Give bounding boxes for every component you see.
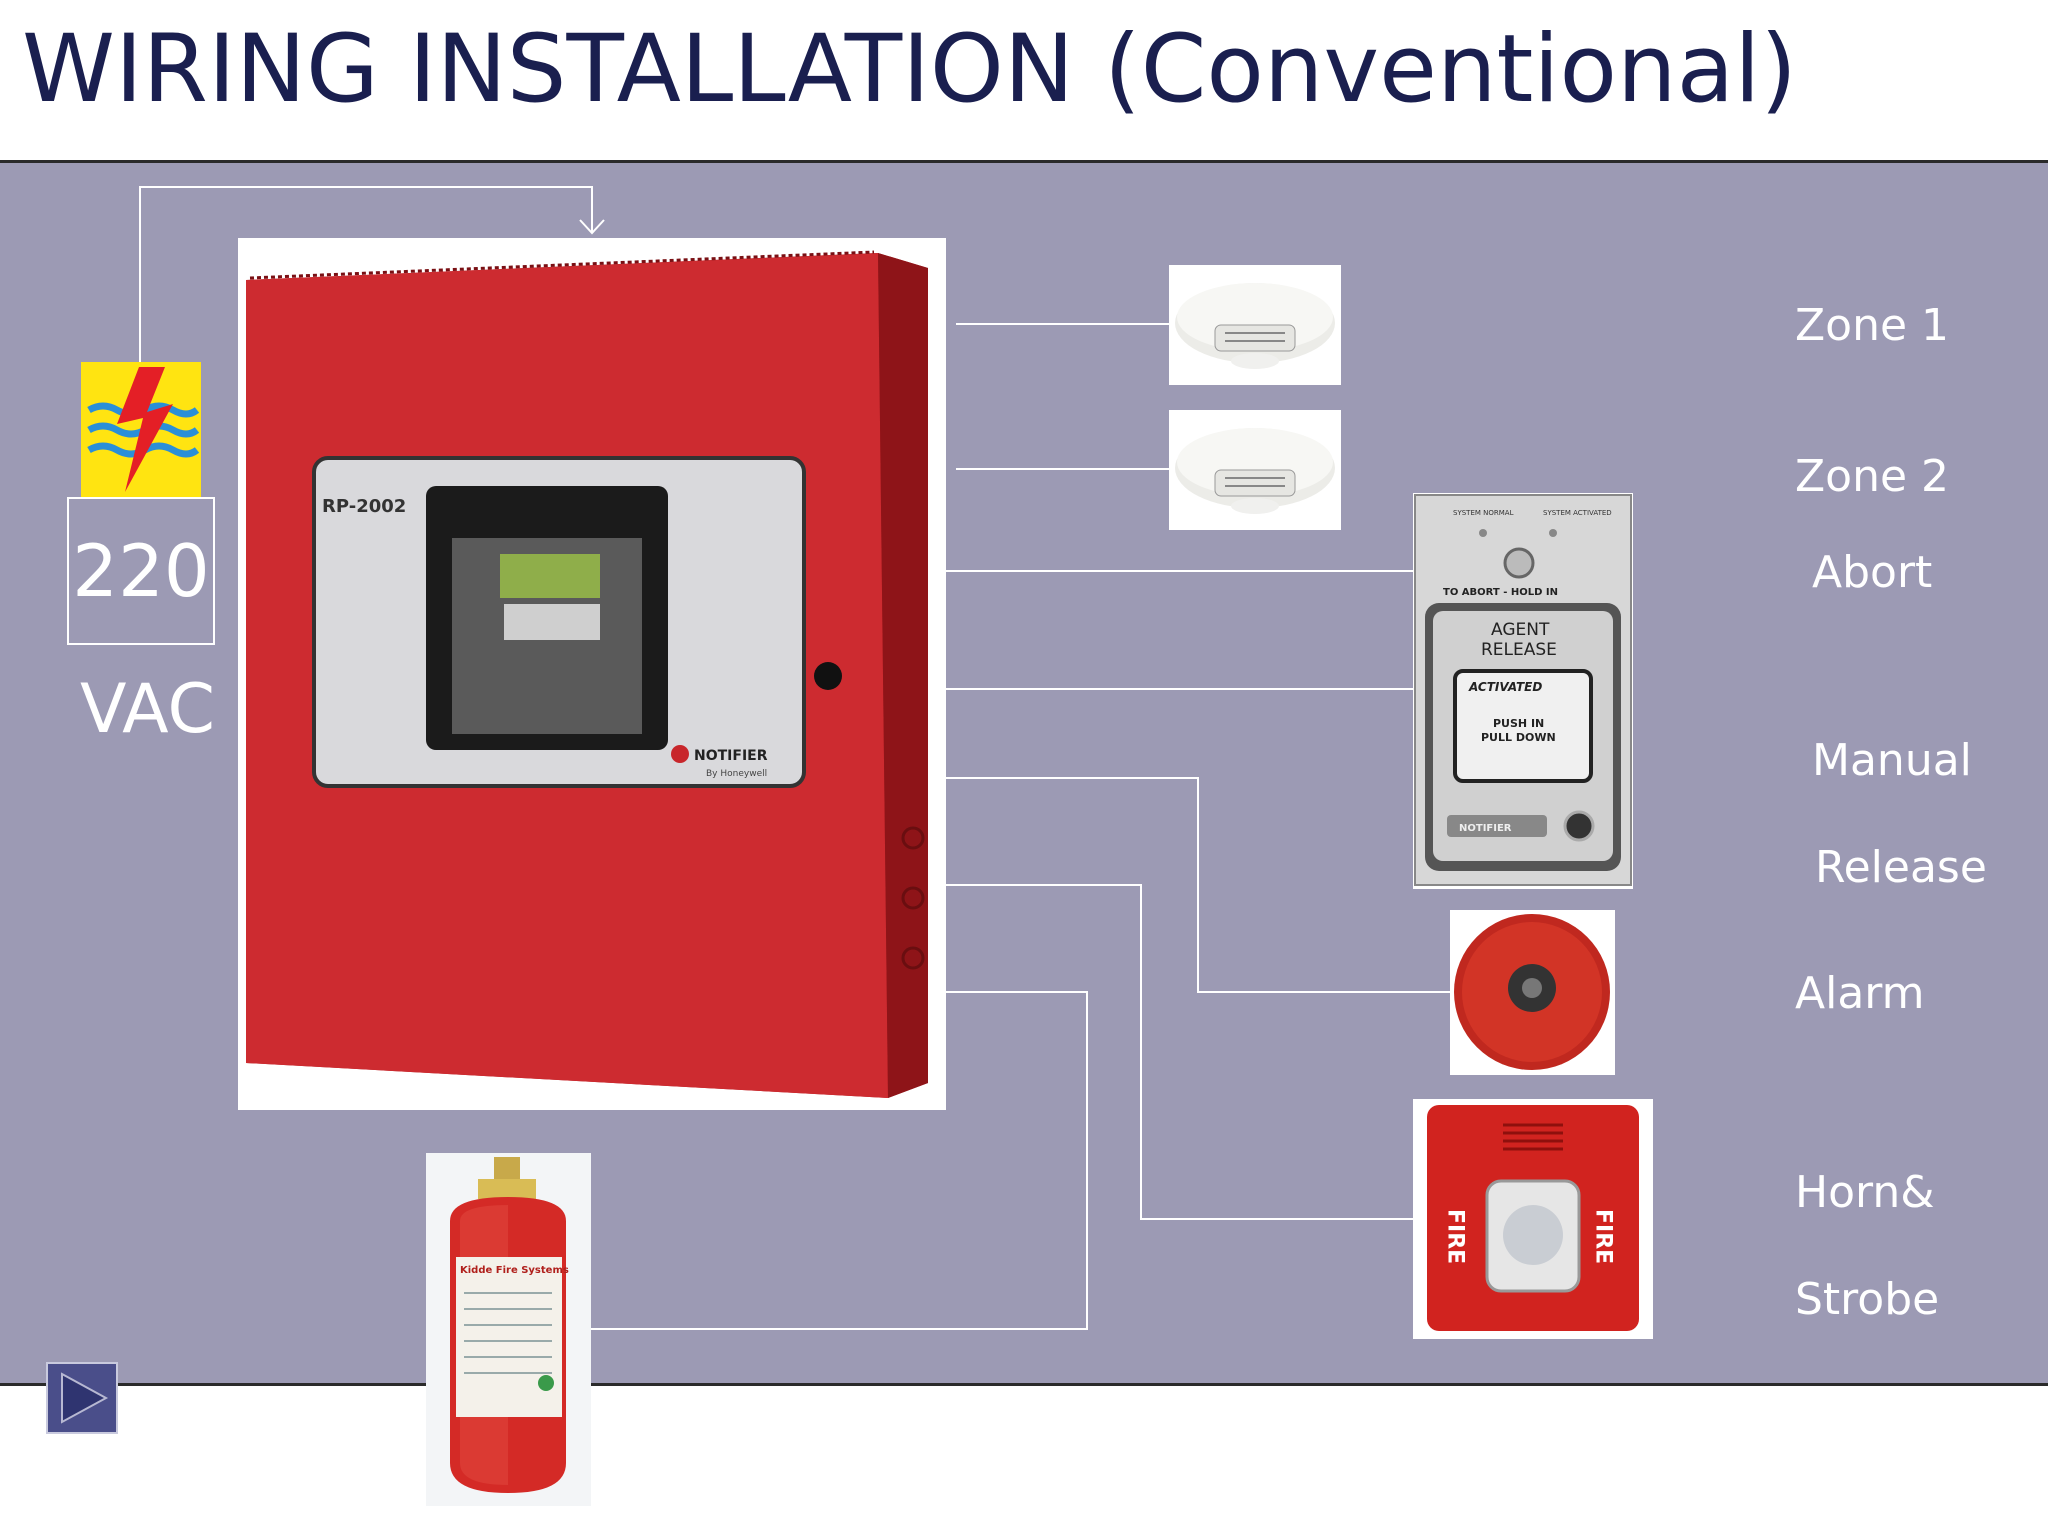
pull-down-text: PULL DOWN bbox=[1481, 731, 1556, 744]
panel-brand-sub-text: By Honeywell bbox=[706, 769, 767, 779]
smoke-detector-zone2 bbox=[1169, 410, 1341, 530]
label-manual: Manual bbox=[1812, 735, 1972, 786]
abort-activated-text: SYSTEM ACTIVATED bbox=[1543, 509, 1612, 517]
panel-model-text: RP-2002 bbox=[322, 496, 406, 517]
abort-release-station: SYSTEM NORMAL SYSTEM ACTIVATED TO ABORT … bbox=[1413, 493, 1633, 889]
release-text: RELEASE bbox=[1481, 640, 1557, 660]
play-next-icon bbox=[61, 1372, 109, 1424]
voltage-box: 220 bbox=[67, 497, 215, 645]
fire-right-text: FIRE bbox=[1591, 1209, 1616, 1264]
lightning-water-icon bbox=[87, 367, 200, 492]
power-wire bbox=[139, 186, 593, 362]
fire-left-text: FIRE bbox=[1443, 1209, 1468, 1264]
alarm-wire bbox=[946, 777, 1450, 993]
push-in-text: PUSH IN bbox=[1493, 717, 1544, 730]
power-arrow bbox=[579, 219, 605, 235]
cylinder-label-text: Kidde Fire Systems bbox=[460, 1265, 569, 1276]
power-company-logo bbox=[81, 362, 201, 497]
horn-strobe-wire bbox=[946, 884, 1413, 1220]
page-title: WIRING INSTALLATION (Conventional) bbox=[22, 15, 1797, 124]
smoke-detector-zone1 bbox=[1169, 265, 1341, 385]
label-alarm: Alarm bbox=[1795, 968, 1925, 1019]
suppression-agent-cylinder: Kidde Fire Systems bbox=[426, 1153, 591, 1506]
fire-alarm-control-panel: RP-2002 NOTIFIER By Honeywell bbox=[238, 238, 946, 1110]
label-horn: Horn& bbox=[1795, 1167, 1935, 1218]
activated-text: ACTIVATED bbox=[1468, 680, 1542, 694]
release-cylinder-wire bbox=[591, 991, 1088, 1330]
abort-header-text: TO ABORT - HOLD IN bbox=[1443, 587, 1558, 598]
next-slide-button[interactable] bbox=[46, 1362, 118, 1434]
label-abort: Abort bbox=[1812, 547, 1933, 598]
label-zone2: Zone 2 bbox=[1795, 451, 1949, 502]
horn-strobe: FIRE FIRE bbox=[1413, 1099, 1653, 1339]
panel-brand-text: NOTIFIER bbox=[694, 748, 768, 764]
label-zone1: Zone 1 bbox=[1795, 300, 1949, 351]
station-brand-text: NOTIFIER bbox=[1459, 823, 1512, 834]
alarm-bell bbox=[1450, 910, 1615, 1075]
abort-normal-text: SYSTEM NORMAL bbox=[1453, 509, 1514, 517]
label-release: Release bbox=[1815, 842, 1987, 893]
voltage-unit: VAC bbox=[80, 670, 215, 749]
agent-text: AGENT bbox=[1491, 620, 1550, 640]
label-strobe: Strobe bbox=[1795, 1274, 1940, 1325]
